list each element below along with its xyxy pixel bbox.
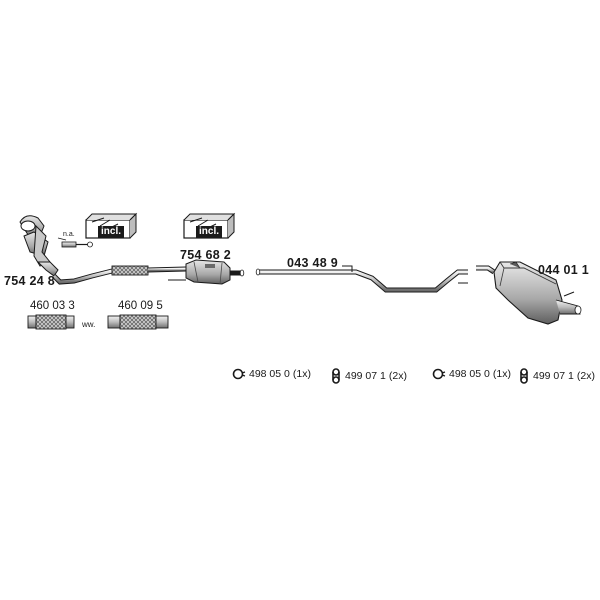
hardware-qty-3: (1x) — [492, 368, 511, 380]
hardware-qty-2: (2x) — [388, 370, 407, 382]
clamp-ring-icon — [432, 368, 446, 380]
inline-flex-section — [111, 265, 187, 281]
part-number-manifold: 754 24 8 — [4, 274, 56, 288]
kit-label-2: incl. — [196, 226, 223, 238]
rubber-hanger-icon — [332, 368, 340, 384]
hardware-part-1: 498 05 0 — [249, 368, 290, 380]
flex-pipe-460033 — [27, 314, 75, 330]
manifold-catalyst — [19, 215, 59, 277]
middle-pipe — [255, 265, 468, 293]
part-number-middle-pipe: 043 48 9 — [287, 256, 339, 270]
hardware-item-2: 499 07 1 (2x) — [330, 368, 407, 384]
catalytic-converter — [185, 259, 245, 285]
note-not-available: n.a. — [63, 231, 75, 238]
part-number-rear-muffler: 044 01 1 — [538, 263, 590, 277]
clamp-ring-icon — [232, 368, 246, 380]
note-alternative: ww. — [82, 320, 96, 329]
hardware-item-3: 498 05 0 (1x) — [432, 368, 511, 380]
kit-label-1: incl. — [98, 226, 125, 238]
front-pipe — [52, 268, 113, 285]
lambda-sensor — [57, 237, 93, 248]
part-number-catalyst: 754 68 2 — [180, 248, 232, 262]
rubber-hanger-icon — [520, 368, 528, 384]
hardware-item-1: 498 05 0 (1x) — [232, 368, 311, 380]
part-number-flex-a: 460 03 3 — [30, 300, 75, 312]
hardware-part-3: 498 05 0 — [449, 368, 490, 380]
hardware-qty-1: (1x) — [292, 368, 311, 380]
flex-pipe-460095 — [107, 314, 169, 330]
hardware-item-4: 499 07 1 (2x) — [518, 368, 595, 384]
hardware-part-2: 499 07 1 — [345, 370, 386, 382]
hardware-qty-4: (2x) — [576, 370, 595, 382]
part-number-flex-b: 460 09 5 — [118, 300, 163, 312]
hardware-part-4: 499 07 1 — [533, 370, 574, 382]
rear-muffler — [476, 261, 582, 325]
kit-box-1 — [85, 212, 138, 239]
